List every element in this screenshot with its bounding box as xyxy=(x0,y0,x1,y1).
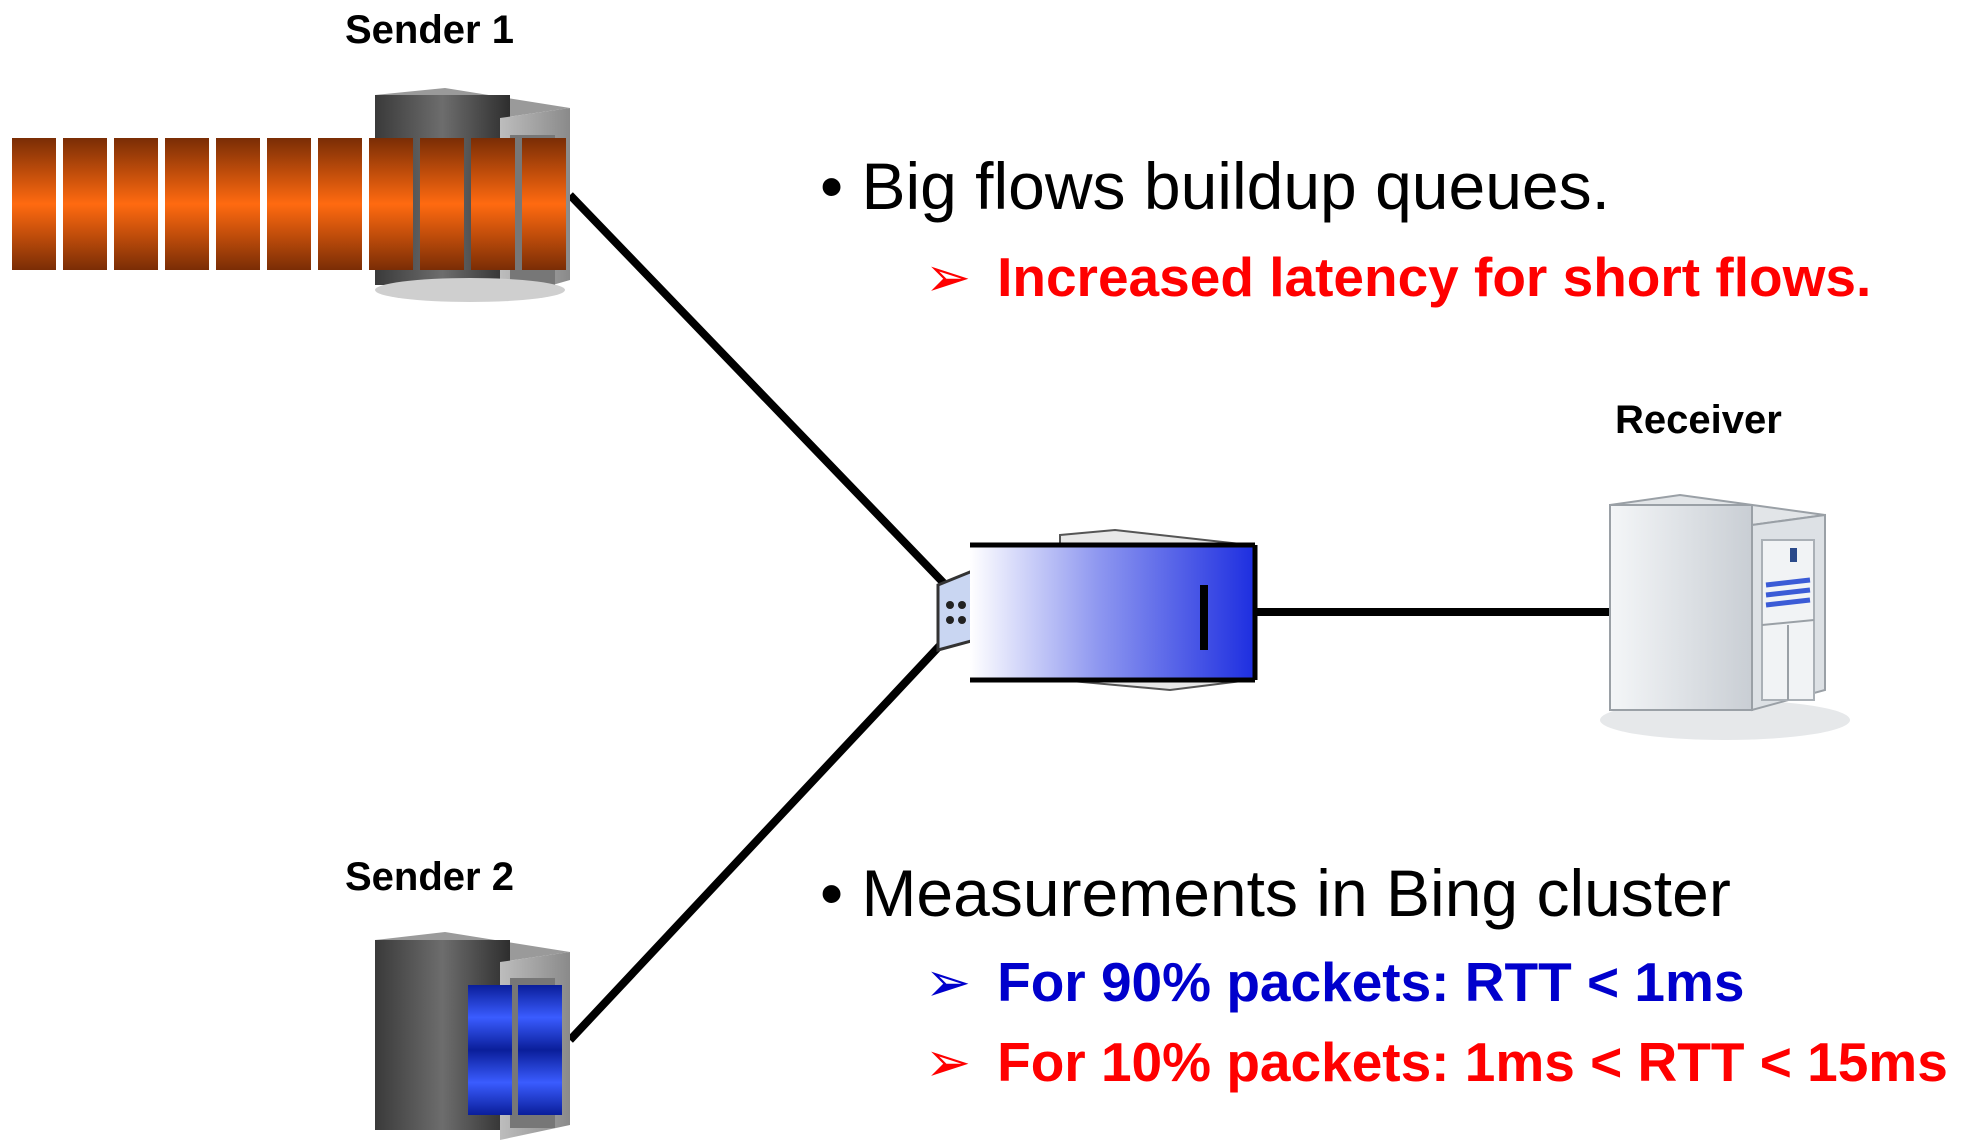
bullet-point-2: • Measurements in Bing cluster xyxy=(820,855,1731,931)
sub-point-2a: ➢ For 90% packets: RTT < 1ms xyxy=(925,950,1744,1014)
bullet-dot: • xyxy=(820,856,862,930)
bullet-dot: • xyxy=(820,149,862,223)
arrow-bullet-icon: ➢ xyxy=(925,1031,972,1093)
switch-queue xyxy=(970,542,1258,683)
sender2-label: Sender 2 xyxy=(345,855,514,899)
sub-point-2a-text: For 90% packets: RTT < 1ms xyxy=(997,951,1745,1013)
arrow-bullet-icon: ➢ xyxy=(925,951,972,1013)
link-sender1-switch xyxy=(567,192,963,603)
big-flow-packets xyxy=(12,138,566,270)
sub-point-2b-text: For 10% packets: 1ms < RTT < 15ms xyxy=(997,1031,1948,1093)
short-flow-packets xyxy=(468,985,562,1115)
sender1-label: Sender 1 xyxy=(345,8,514,52)
sub-point-1a-text: Increased latency for short flows. xyxy=(997,246,1872,308)
receiver-server-icon xyxy=(1600,493,1850,740)
links xyxy=(567,192,1610,1043)
receiver-label: Receiver xyxy=(1615,398,1782,442)
sub-point-2b: ➢ For 10% packets: 1ms < RTT < 15ms xyxy=(925,1030,1948,1094)
sub-point-1a: ➢ Increased latency for short flows. xyxy=(925,245,1871,309)
link-sender2-switch xyxy=(567,637,948,1043)
bullet-point-2-text: Measurements in Bing cluster xyxy=(861,856,1731,930)
arrow-bullet-icon: ➢ xyxy=(925,246,972,308)
bullet-point-1: • Big flows buildup queues. xyxy=(820,148,1610,224)
bullet-point-1-text: Big flows buildup queues. xyxy=(861,149,1610,223)
